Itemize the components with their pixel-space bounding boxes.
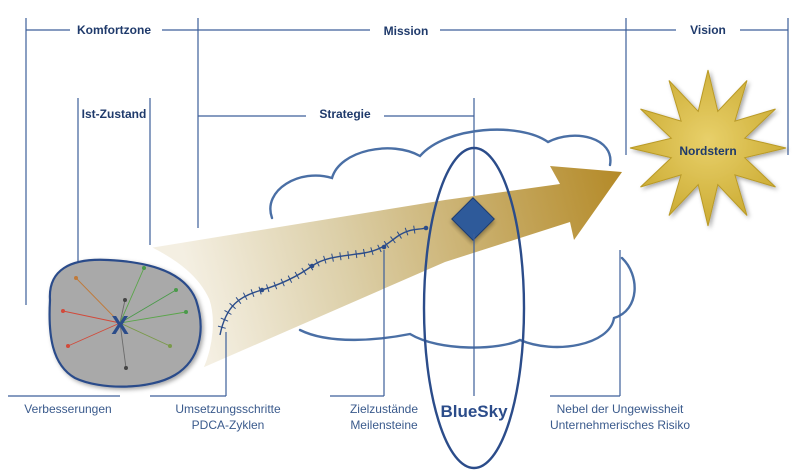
pdca-path [219,227,427,336]
vision-label: Vision [690,23,726,37]
pdca-tick [287,275,293,283]
pdca-tick [331,253,334,262]
pdca-tick [250,289,255,297]
ray-dot [74,276,78,280]
pdca-tick [280,278,285,287]
pdca-tick [370,247,374,256]
pdca-tick [229,302,236,310]
nebel-label-2: Unternehmerisches Risiko [550,418,690,432]
ray-dot [142,266,146,270]
nebel-label-1: Nebel der Ungewissheit [557,402,684,416]
current-state-mark: X [111,310,129,340]
pdca-tick [323,255,327,264]
ray-dot [66,344,70,348]
pdca-tick [273,281,278,290]
pdca-tick [217,325,226,329]
pdca-tick [413,225,416,234]
verbesserungen-label: Verbesserungen [24,402,111,416]
pdca-tick [301,267,307,276]
ray-endpoints [61,266,188,370]
ray-dot [168,344,172,348]
current-state-disc: X [48,258,202,388]
ray [75,277,121,324]
ray [119,322,171,347]
fog-cloud [269,128,636,349]
bluesky-ellipse [422,146,526,470]
pdca-tick [266,284,270,293]
pdca-tick [220,317,229,322]
milestone-dot [381,244,387,250]
pdca-tick [224,309,232,315]
ray-dot [61,309,65,313]
pdca-tick [315,258,320,267]
ray [119,322,127,369]
ray [119,267,145,324]
ray [67,322,121,347]
umsetzung-label-2: PDCA-Zyklen [192,418,265,432]
disc-shape [48,258,202,388]
ray [119,289,177,324]
umsetzung-label-1: Umsetzungsschritte [175,402,281,416]
strategie-label: Strategie [319,107,371,121]
nordstern-label: Nordstern [679,144,736,158]
ray [119,311,187,324]
ray-dot [123,298,127,302]
mission-label: Mission [384,24,429,38]
milestone-dot [423,225,429,231]
ray-dot [184,310,188,314]
pdca-tick [347,251,350,260]
target-diamond [451,197,495,241]
bluesky-label: BlueSky [440,402,508,421]
pdca-tick [294,271,300,280]
top-brackets [25,18,789,305]
ziel-label-1: Zielzustände [350,402,418,416]
pdca-tick [396,231,402,239]
pdca-tick [339,252,342,261]
cloud-bottom-outline [298,256,636,349]
cloud-top-outline [269,128,612,220]
pdca-tick [383,240,390,249]
bottom-leaders [8,234,621,397]
strategy-arrow [150,166,622,368]
ray [62,310,121,324]
pdca-tick [404,227,409,236]
arrow-base-edge [149,246,213,369]
milestone-dot [309,263,315,269]
ziel-label-2: Meilensteine [350,418,418,432]
north-star: Nordstern [629,69,787,227]
milestone-dot [259,287,265,293]
pdca-tick [390,236,396,244]
ray [119,299,126,324]
ray-dot [124,366,128,370]
pdca-tick [377,244,382,253]
pdca-tick [363,248,366,257]
milestone-dots [259,225,429,293]
star-shape [629,69,787,227]
komfortzone-label: Komfortzone [77,23,151,37]
pdca-tick [355,250,358,259]
disc-rays [62,267,187,369]
pdca-tick [242,292,248,301]
ray-dot [174,288,178,292]
pdca-tick [235,296,242,305]
ist-zustand-label: Ist-Zustand [82,107,147,121]
